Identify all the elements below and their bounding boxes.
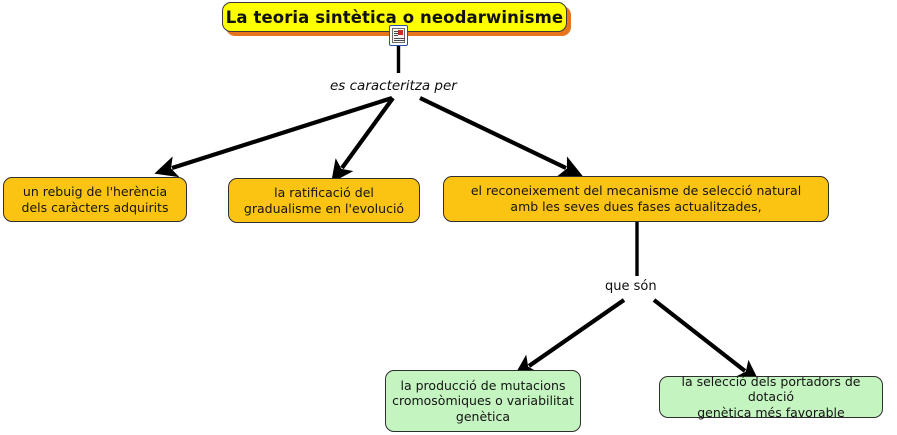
- node-line: dels caràcters adquirits: [21, 199, 169, 215]
- doc-line: [394, 38, 405, 39]
- edge-characterized-to-rebuig: [154, 95, 393, 178]
- node-line: amb les seves dues fases actualitzades,: [510, 199, 762, 214]
- node-line: la selecció dels portadors de dotació: [681, 373, 861, 405]
- node-rebuig-label: un rebuig de l'herència dels caràcters a…: [16, 184, 175, 215]
- node-line: la ratificació del: [274, 184, 374, 200]
- edge-characterized-to-ratificacio: [331, 96, 395, 183]
- edge-characterized-to-reconeixement: [419, 96, 583, 177]
- node-line: el reconeixement del mecanisme de selecc…: [470, 183, 802, 199]
- node-line: la producció de mutacions: [400, 377, 566, 393]
- doc-line: [394, 31, 399, 32]
- node-line: cromosòmiques o variabilitat: [392, 393, 574, 409]
- edge-which-are-to-mutacions: [513, 298, 626, 377]
- link-label-es-caracteritza-per: es caracteritza per: [328, 78, 459, 94]
- node-mutacions-label: la producció de mutacions cromosòmiques …: [386, 378, 580, 425]
- node-reconeixement-label: el reconeixement del mecanisme de selecc…: [465, 183, 807, 214]
- node-seleccio-label: la selecció dels portadors de dotació ge…: [660, 374, 882, 421]
- edge-which-are-to-seleccio: [652, 298, 760, 383]
- node-line: un rebuig de l'herència: [22, 183, 168, 199]
- node-ratificacio[interactable]: la ratificació del gradualisme en l'evol…: [228, 178, 420, 223]
- doc-line: [394, 33, 399, 34]
- document-note-icon[interactable]: [389, 25, 408, 46]
- node-line: genètica més favorable: [697, 404, 845, 420]
- document-sheet: [392, 28, 405, 43]
- node-rebuig[interactable]: un rebuig de l'herència dels caràcters a…: [3, 177, 187, 222]
- node-reconeixement[interactable]: el reconeixement del mecanisme de selecc…: [443, 176, 829, 222]
- node-seleccio[interactable]: la selecció dels portadors de dotació ge…: [659, 374, 883, 421]
- doc-line: [394, 35, 398, 36]
- node-line: genètica: [455, 408, 511, 424]
- doc-line: [394, 40, 405, 41]
- node-line: gradualisme en l'evolució: [243, 200, 405, 216]
- doc-accent: [398, 30, 403, 35]
- node-ratificacio-label: la ratificació del gradualisme en l'evol…: [238, 185, 410, 216]
- page-title: La teoria sintètica o neodarwinisme: [225, 7, 564, 27]
- link-label-que-son: que són: [603, 279, 659, 294]
- node-mutacions[interactable]: la producció de mutacions cromosòmiques …: [385, 370, 581, 432]
